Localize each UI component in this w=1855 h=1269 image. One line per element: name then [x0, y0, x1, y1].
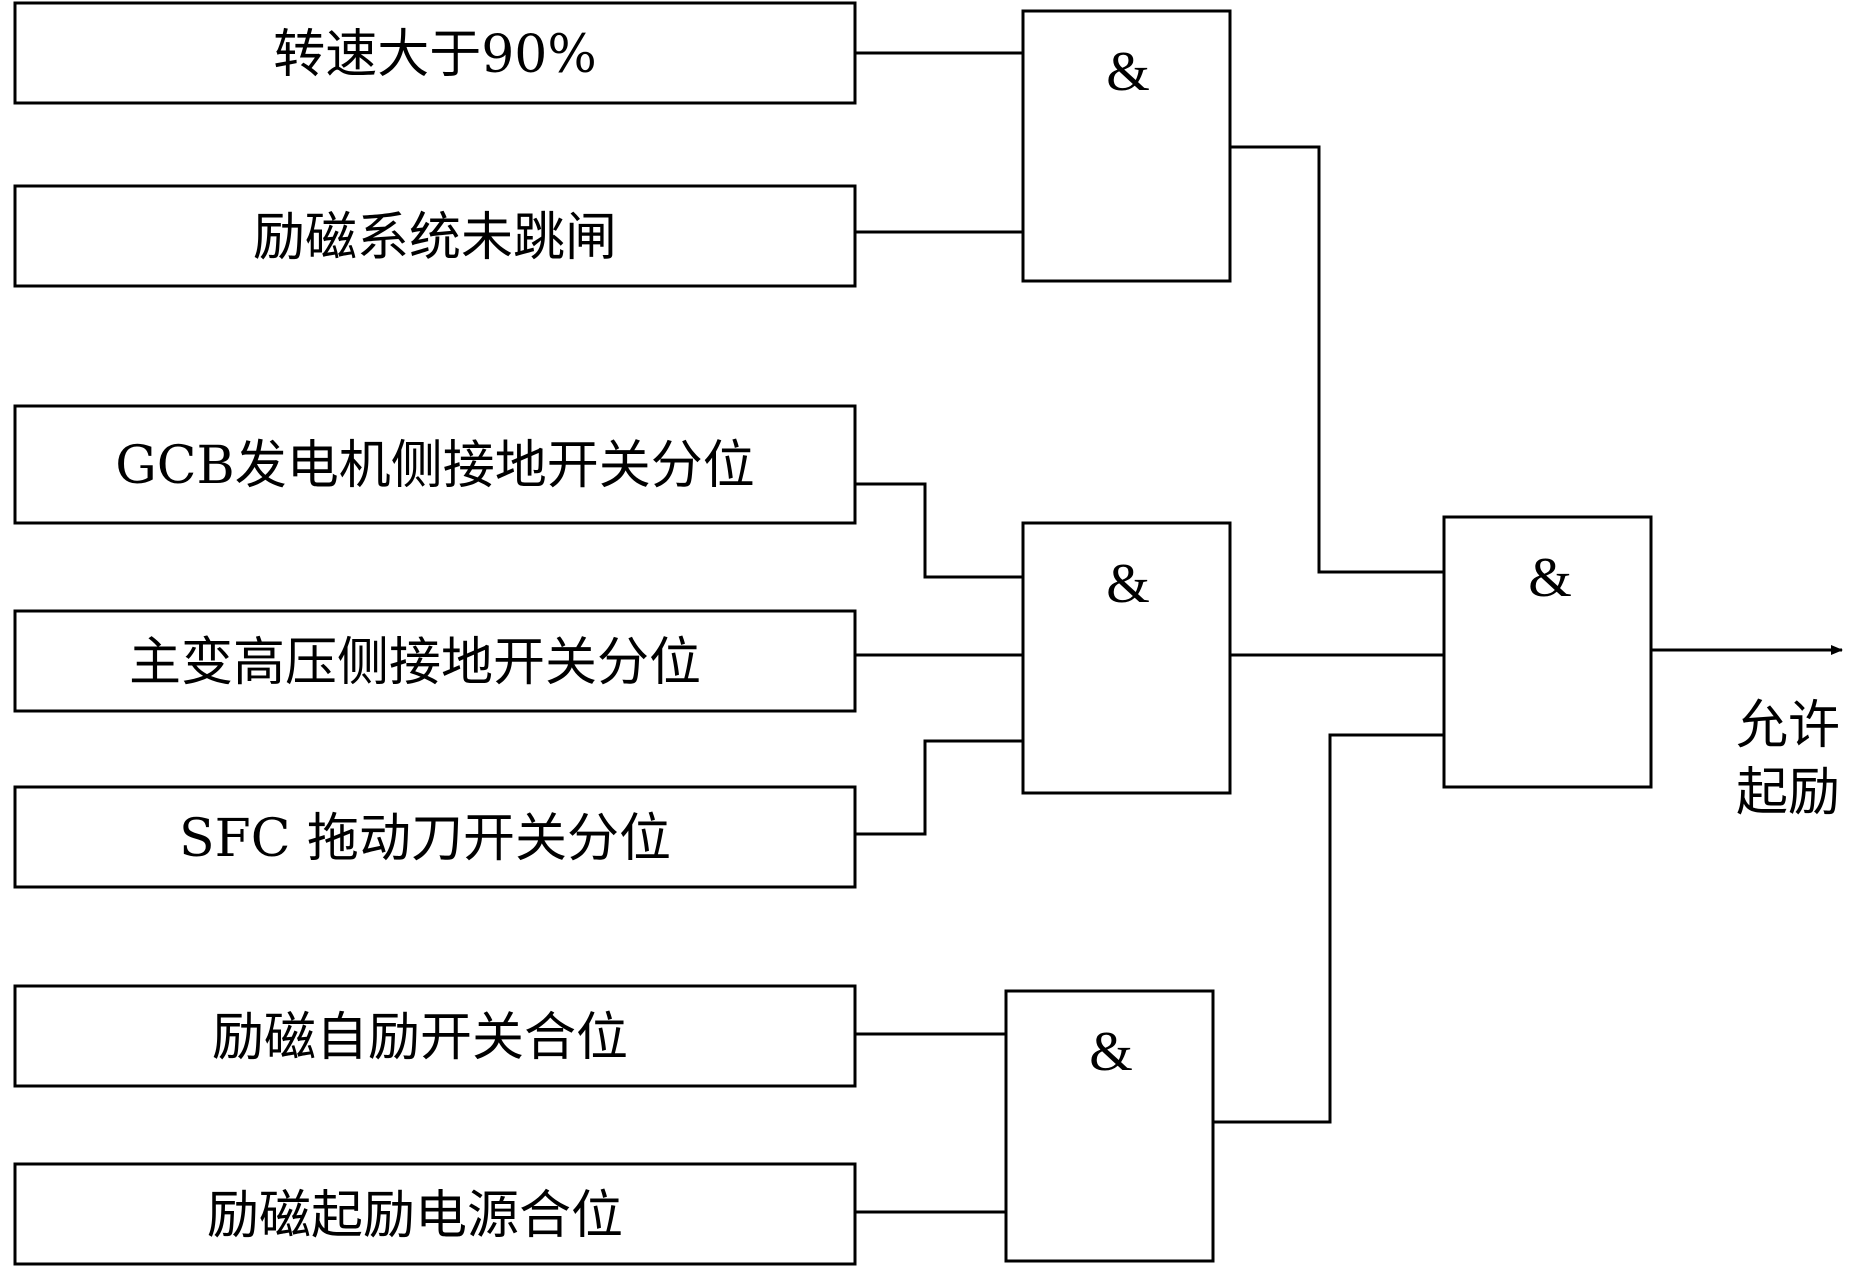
input-box-speed: 转速大于90% — [13, 1, 857, 105]
and-gate-3-symbol: & — [1089, 1021, 1133, 1083]
and-gate-output: & — [1442, 515, 1653, 789]
and-gate-1: & — [1021, 9, 1232, 283]
output-label-line1: 允许 — [1736, 696, 1840, 756]
wire-sfc-to-gate2 — [855, 739, 1023, 836]
input-box-field-flash-power: 励磁起励电源合位 — [13, 1162, 857, 1266]
input-box-self-excitation-switch: 励磁自励开关合位 — [13, 984, 857, 1088]
wire-gate1-to-output — [1230, 145, 1444, 574]
input-label-speed: 转速大于90% — [273, 25, 597, 85]
and-gate-2-symbol: & — [1106, 553, 1150, 615]
output-label-line2: 起励 — [1736, 763, 1840, 823]
input-box-main-transformer-ground-switch: 主变高压侧接地开关分位 — [13, 609, 857, 713]
input-label-main-transformer-ground-switch: 主变高压侧接地开关分位 — [129, 633, 701, 693]
and-gate-2: & — [1021, 521, 1232, 795]
input-label-gcb-ground-switch: GCB发电机侧接地开关分位 — [115, 436, 755, 496]
input-label-sfc-switch: SFC 拖动刀开关分位 — [179, 809, 671, 869]
and-gate-output-symbol: & — [1528, 547, 1572, 609]
and-gate-3: & — [1004, 989, 1215, 1263]
input-box-gcb-ground-switch: GCB发电机侧接地开关分位 — [13, 404, 857, 525]
and-gate-1-symbol: & — [1106, 41, 1150, 103]
input-box-sfc-switch: SFC 拖动刀开关分位 — [13, 785, 857, 889]
input-box-excitation-not-tripped: 励磁系统未跳闸 — [13, 184, 857, 288]
input-label-excitation-not-tripped: 励磁系统未跳闸 — [253, 208, 617, 268]
wire-gcb-to-gate2 — [855, 482, 1023, 579]
input-label-field-flash-power: 励磁起励电源合位 — [207, 1186, 623, 1246]
input-label-self-excitation-switch: 励磁自励开关合位 — [212, 1008, 628, 1068]
wire-gate3-to-output — [1213, 733, 1444, 1124]
